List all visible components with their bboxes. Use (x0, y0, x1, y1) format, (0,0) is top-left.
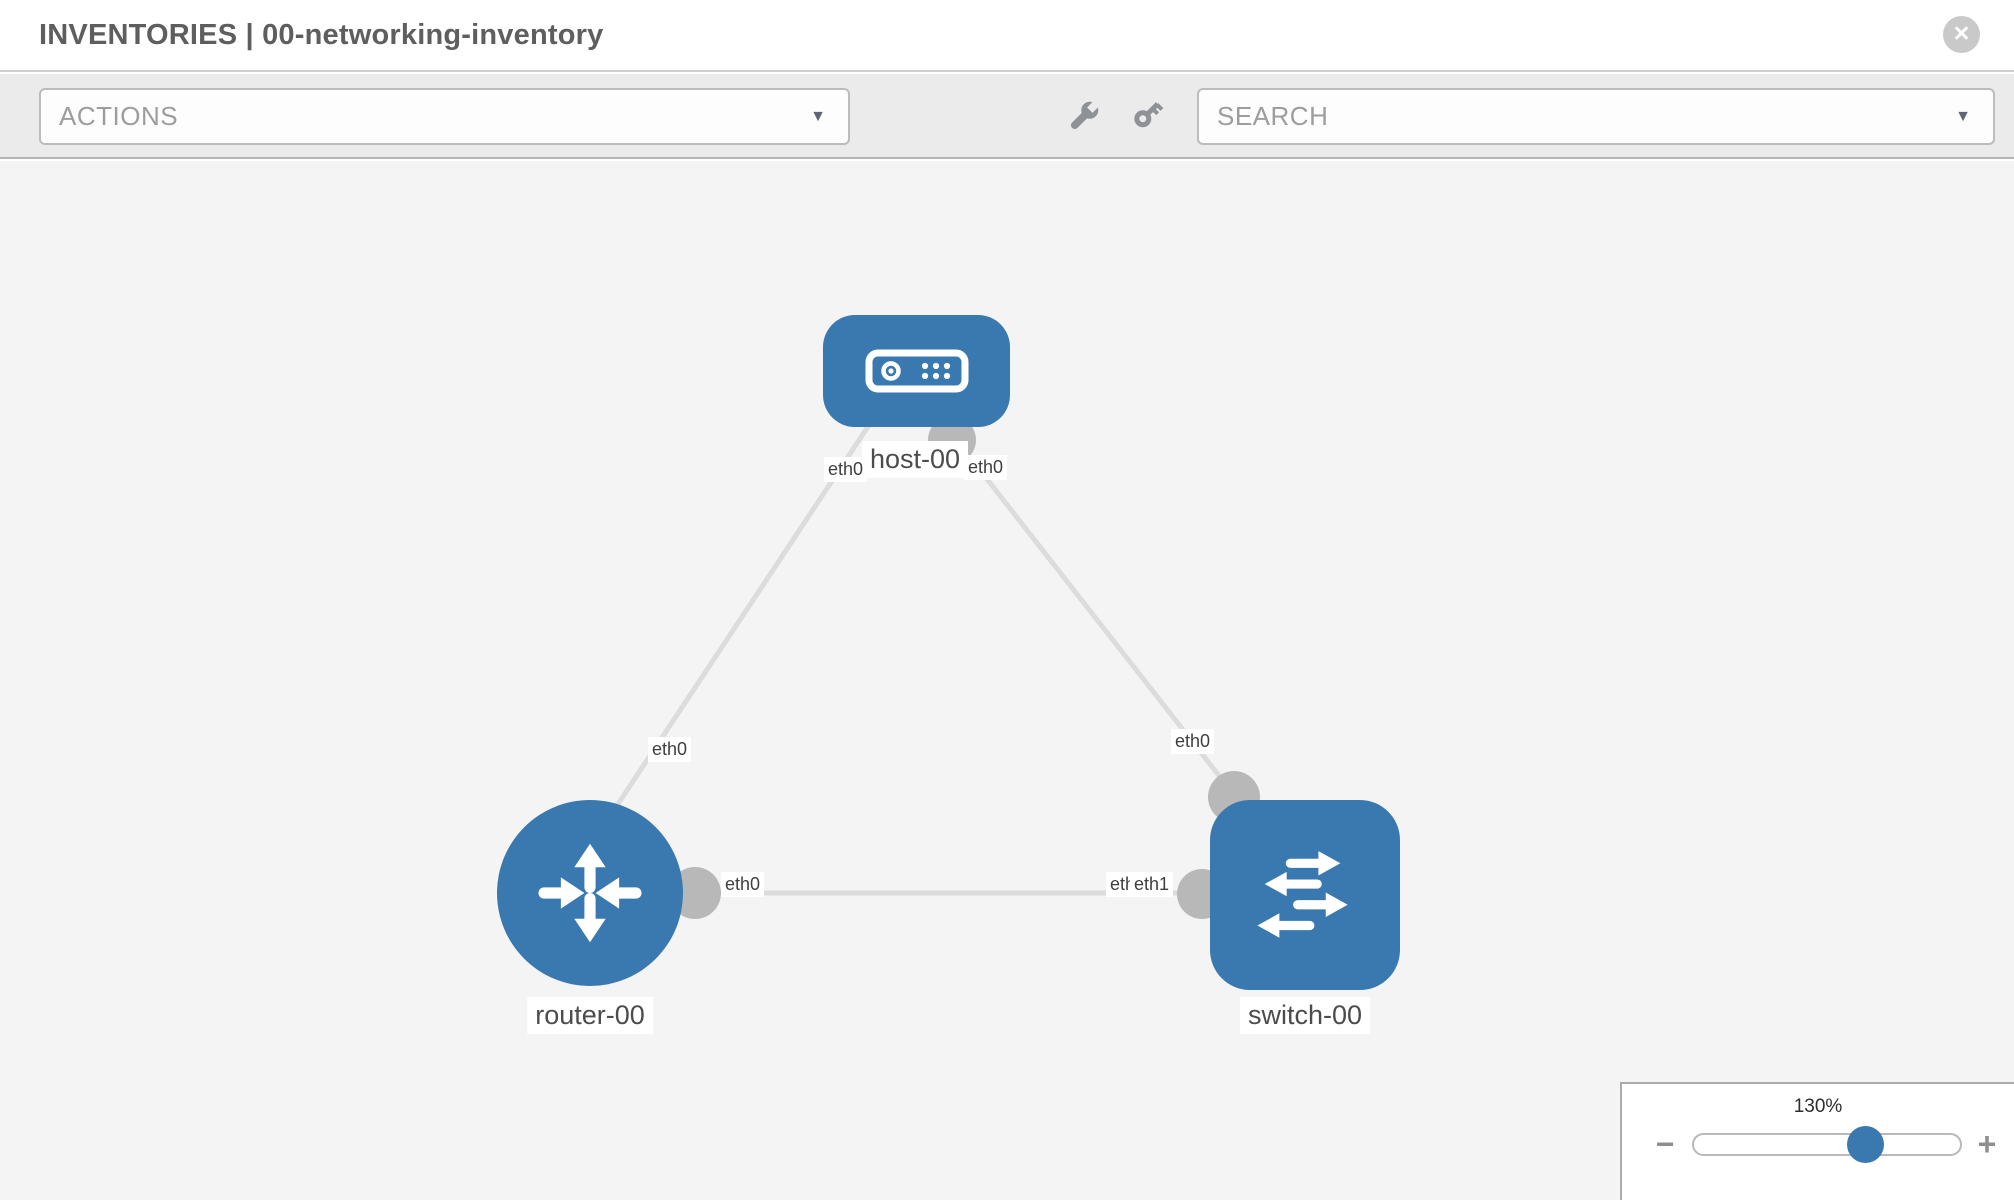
node-label-host-00: host-00 (861, 441, 969, 478)
node-switch-00[interactable] (1210, 800, 1400, 990)
interface-label-router-eth0: eth0 (721, 872, 765, 897)
actions-dropdown[interactable]: ACTIONS ▼ (39, 88, 850, 145)
interface-label-host-eth0: eth0 (824, 457, 868, 482)
zoom-slider-track[interactable] (1692, 1133, 1962, 1156)
interface-label-switch-eth0: eth0 (1171, 729, 1215, 754)
topology-canvas[interactable]: host-00 router-00 switch-00 eth0 eth0 et… (0, 161, 2014, 1200)
zoom-level-value: 130% (1793, 1096, 1843, 1117)
zoom-out-button[interactable]: − (1655, 1126, 1675, 1162)
zoom-control-panel: 130% − + (1620, 1082, 2014, 1200)
node-router-00[interactable] (497, 800, 683, 986)
node-label-router-00: router-00 (527, 997, 653, 1034)
actions-dropdown-label: ACTIONS (59, 101, 179, 131)
node-label-switch-00: switch-00 (1239, 997, 1371, 1034)
chevron-down-icon: ▼ (1955, 108, 1971, 125)
chevron-down-icon: ▼ (810, 108, 826, 125)
switch-icon (1257, 851, 1348, 938)
search-dropdown-label: SEARCH (1217, 101, 1329, 131)
page-title: INVENTORIES | 00-networking-inventory (39, 19, 604, 51)
key-icon[interactable] (1132, 98, 1172, 138)
interface-label-router-eth0: eth0 (648, 737, 692, 762)
close-button[interactable]: × (1943, 16, 1980, 53)
host-icon (865, 349, 968, 393)
zoom-slider-handle[interactable] (1847, 1126, 1884, 1163)
zoom-in-button[interactable]: + (1977, 1126, 1997, 1162)
router-icon (538, 843, 642, 943)
header: INVENTORIES | 00-networking-inventory × (0, 0, 2014, 72)
node-host-00[interactable] (823, 315, 1010, 427)
search-dropdown[interactable]: SEARCH ▼ (1197, 88, 1995, 145)
toolbar: ACTIONS ▼ SEAR (0, 74, 2014, 159)
wrench-icon[interactable] (1062, 98, 1102, 138)
interface-label-host-eth0: eth0 (964, 455, 1008, 480)
interface-label-switch-eth1: eth1 (1130, 872, 1174, 897)
topology-links-layer (600, 399, 1290, 919)
